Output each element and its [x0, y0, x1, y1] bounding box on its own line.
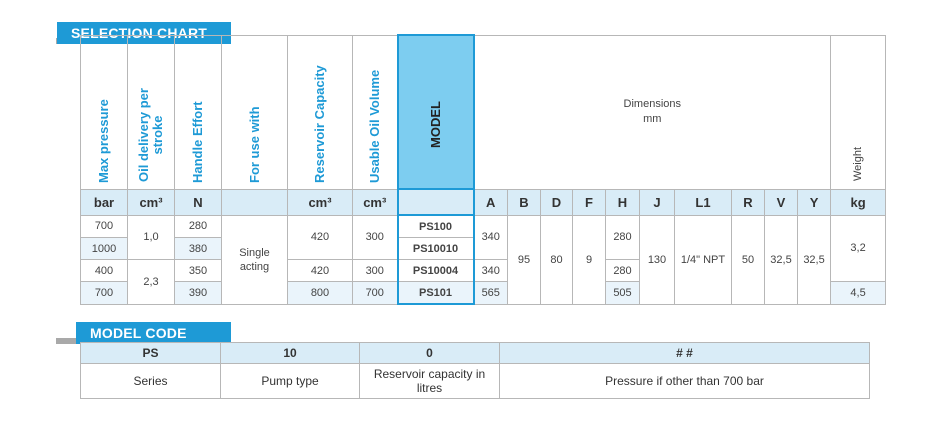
- selection-chart-table: Max pressure Oil delivery per stroke Han…: [80, 34, 887, 305]
- cell-pressure: 400: [80, 259, 128, 282]
- header-model: MODEL: [396, 34, 475, 190]
- cell-volume: 300: [352, 214, 398, 260]
- cell-delivery: 2,3: [127, 259, 175, 305]
- cell-D: 80: [540, 214, 573, 305]
- cell-B: 95: [507, 214, 541, 305]
- unit-capacity: cm³: [287, 188, 353, 216]
- unit-F: F: [572, 188, 606, 216]
- cell-weight: 3,2: [830, 214, 887, 282]
- unit-L1: L1: [674, 188, 732, 216]
- cell-H: 505: [605, 281, 640, 305]
- unit-D: D: [540, 188, 573, 216]
- cell-A: 340: [473, 214, 508, 260]
- unit-B: B: [507, 188, 541, 216]
- unit-A: A: [473, 188, 508, 216]
- cell-use: Single acting: [221, 214, 288, 305]
- header-max-pressure: Max pressure: [80, 34, 128, 190]
- cell-R: 50: [731, 214, 765, 305]
- unit-use: [221, 188, 288, 216]
- unit-bar: bar: [80, 188, 128, 216]
- desc-reservoir: Reservoir capacity in litres: [359, 363, 500, 399]
- cell-model: PS100: [396, 214, 475, 238]
- header-weight: Weight: [830, 34, 887, 190]
- cell-delivery: 1,0: [127, 214, 175, 260]
- unit-delivery: cm³: [127, 188, 175, 216]
- header-dimensions: Dimensions mm: [472, 34, 832, 190]
- unit-R: R: [731, 188, 765, 216]
- unit-model: [396, 188, 475, 216]
- cell-L1: 1/4" NPT: [674, 214, 732, 305]
- model-code-title: MODEL CODE: [76, 322, 231, 344]
- cell-capacity: 420: [287, 259, 353, 282]
- cell-effort: 380: [174, 237, 222, 260]
- code-reservoir: 0: [359, 342, 500, 364]
- unit-H: H: [605, 188, 640, 216]
- dimensions-label: Dimensions: [623, 98, 682, 110]
- cell-volume: 300: [352, 259, 398, 282]
- cell-A: 340: [473, 259, 508, 282]
- desc-pump-type: Pump type: [220, 363, 360, 399]
- header-reservoir-capacity: Reservoir Capacity: [287, 34, 353, 190]
- cell-pressure: 700: [80, 214, 128, 238]
- dimensions-unit: mm: [643, 113, 662, 125]
- cell-pressure: 1000: [80, 237, 128, 260]
- cell-Y: 32,5: [796, 214, 832, 305]
- cell-effort: 280: [174, 214, 222, 238]
- unit-weight: kg: [830, 188, 887, 216]
- cell-effort: 390: [174, 281, 222, 305]
- header-usable-oil-volume: Usable Oil Volume: [352, 34, 398, 190]
- unit-J: J: [639, 188, 675, 216]
- cell-H: 280: [605, 214, 640, 260]
- unit-effort: N: [174, 188, 222, 216]
- desc-series: Series: [80, 363, 221, 399]
- cell-model: PS10004: [396, 259, 475, 282]
- cell-V: 32,5: [764, 214, 798, 305]
- cell-A: 565: [473, 281, 508, 305]
- cell-effort: 350: [174, 259, 222, 282]
- cell-J: 130: [639, 214, 675, 305]
- unit-Y: Y: [796, 188, 832, 216]
- cell-capacity: 420: [287, 214, 353, 260]
- code-pump-type: 10: [220, 342, 360, 364]
- cell-H: 280: [605, 259, 640, 282]
- header-oil-delivery: Oil delivery per stroke: [127, 34, 175, 190]
- code-pressure: # #: [499, 342, 870, 364]
- cell-capacity: 800: [287, 281, 353, 305]
- cell-model: PS10010: [396, 237, 475, 260]
- cell-volume: 700: [352, 281, 398, 305]
- desc-pressure: Pressure if other than 700 bar: [499, 363, 870, 399]
- cell-weight: 4,5: [830, 281, 887, 305]
- model-code-table: PS 10 0 # # Series Pump type Reservoir c…: [80, 342, 870, 399]
- header-for-use-with: For use with: [221, 34, 288, 190]
- unit-V: V: [764, 188, 798, 216]
- cell-pressure: 700: [80, 281, 128, 305]
- cell-F: 9: [572, 214, 606, 305]
- cell-model: PS101: [396, 281, 475, 305]
- unit-volume: cm³: [352, 188, 398, 216]
- code-series: PS: [80, 342, 221, 364]
- header-handle-effort: Handle Effort: [174, 34, 222, 190]
